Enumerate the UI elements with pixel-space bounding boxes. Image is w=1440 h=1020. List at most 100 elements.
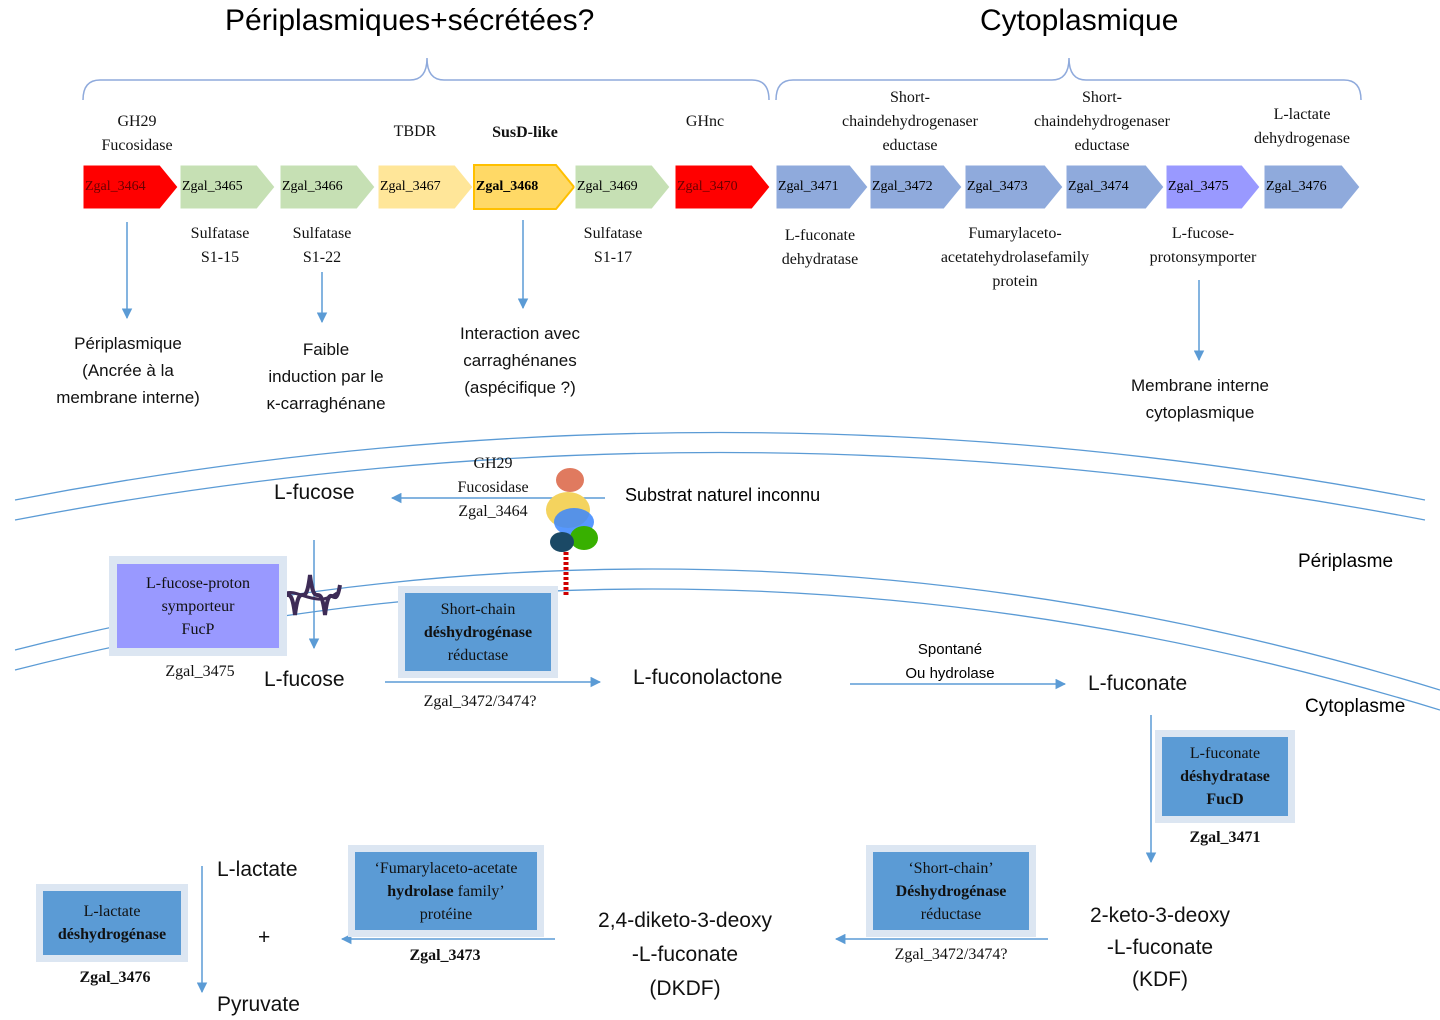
gh29-enzyme-label: GH29 Fucosidase Zgal_3464 [457,455,529,520]
gene-arrow-zgal_3467: Zgal_3467 [377,164,474,210]
gene-arrow-shape [1065,164,1165,210]
fah-box: ‘Fumarylaceto-acetate hydrolase family’ … [355,852,537,930]
label-s1-17: Sulfatase S1-17 [583,225,643,266]
gene-arrow-shape [473,164,576,210]
label-s1-22: Sulfatase S1-22 [292,225,352,266]
sdr2-box-line2: Déshydrogénase [895,882,1007,900]
note-membrane: Membrane interne cytoplasmique [1131,376,1269,422]
fucp-id: Zgal_3475 [165,663,235,680]
outer-membrane [14,431,1426,501]
fah-box-line1: ‘Fumarylaceto-acetate [374,859,518,877]
gene-arrow-zgal_3473: Zgal_3473 [964,164,1064,210]
fah-box-line2: hydrolase [387,882,454,900]
gene-id-label: Zgal_3464 [85,179,146,194]
gene-arrow-shape [964,164,1064,210]
sdr-box-line2: déshydrogénase [423,623,533,641]
fucp-box: L-fucose-proton symporteur FucP [117,564,279,648]
gene-arrow-zgal_3464: Zgal_3464 [82,164,179,210]
fah-box-line3: protéine [419,905,473,923]
gene-arrow-shape [1165,164,1261,210]
gene-arrow-zgal_3476: Zgal_3476 [1263,164,1361,210]
fucosidase-structure-icon [546,468,598,595]
kdf-label: 2-keto-3-deoxy -L-fuconate (KDF) [1089,904,1231,991]
gene-id-label: Zgal_3469 [577,179,638,194]
gene-id-label: Zgal_3471 [778,179,839,194]
l-fuconolactone: L-fuconolactone [633,666,783,689]
gene-arrow-zgal_3465: Zgal_3465 [179,164,276,210]
gene-arrow-zgal_3468: Zgal_3468 [473,164,576,210]
ldh-box: L-lactate déshydrogénase [43,891,181,955]
l-lactate-label: L-lactate [217,858,298,881]
fucd-box: L-fuconate déshydratase FucD [1162,737,1288,816]
label-ghnc: GHnc [685,113,725,130]
ldh-id: Zgal_3476 [79,969,151,986]
gene-id-label: Zgal_3466 [282,179,343,194]
note-faible: Faible induction par le κ-carraghénane [266,340,386,413]
gene-id-label: Zgal_3475 [1168,179,1229,194]
label-susd: SusD-like [492,124,558,141]
label-ldh: L-lactate dehydrogenase [1254,106,1350,147]
sdr-box-line3: réductase [447,646,509,664]
label-fucd: L-fuconate dehydratase [781,227,859,268]
gene-arrow-shape [179,164,276,210]
sdr2-box-line1: ‘Short-chain’ [908,859,994,877]
label-tbdr: TBDR [393,123,437,140]
l-fuconate: L-fuconate [1088,672,1188,695]
sdr2-box: ‘Short-chain’ Déshydrogénase réductase [873,852,1029,930]
fucd-box-line2: déshydratase [1180,768,1270,785]
sdr-id: Zgal_3472/3474? [423,693,537,710]
gene-id-label: Zgal_3473 [967,179,1028,194]
gene-arrow-shape [377,164,474,210]
fucp-box-label: L-fucose-proton symporteur FucP [146,574,250,638]
ldh-box-line1: L-lactate [83,903,141,920]
note-interaction: Interaction avec carraghénanes (aspécifi… [459,324,580,397]
header-periplasmic: Périplasmiques+sécrétées? [225,4,595,37]
label-sdr-2: Short- chaindehydrogenaser eductase [1034,89,1170,154]
gene-arrow-shape [674,164,771,210]
label-sdr-1: Short- chaindehydrogenaser eductase [842,89,978,154]
sdr2-box-line3: réductase [920,905,982,923]
label-s1-15: Sulfatase S1-15 [190,225,250,266]
fah-box-line2b: family’ [453,882,505,900]
label-gh29: GH29 Fucosidase [101,113,173,154]
gene-id-label: Zgal_3465 [182,179,243,194]
gene-arrow-shape [574,164,671,210]
plus-sign: + [258,926,271,949]
gene-arrow-zgal_3470: Zgal_3470 [674,164,771,210]
gene-arrow-shape [279,164,376,210]
fucd-id: Zgal_3471 [1189,829,1261,846]
l-fucose-periplasm: L-fucose [274,481,355,504]
header-cytoplasmic: Cytoplasmique [980,4,1179,37]
label-fah: Fumarylaceto- acetatehydrolasefamily pro… [940,225,1090,290]
substrat-label: Substrat naturel inconnu [625,485,821,505]
gene-arrow-zgal_3475: Zgal_3475 [1165,164,1261,210]
gene-arrow-zgal_3466: Zgal_3466 [279,164,376,210]
dkdf-label: 2,4-diketo-3-deoxy -L-fuconate (DKDF) [598,909,772,1000]
gene-arrow-shape [775,164,869,210]
gene-id-label: Zgal_3474 [1068,179,1129,194]
fah-id: Zgal_3473 [409,947,481,964]
sdr2-id: Zgal_3472/3474? [894,946,1008,963]
gene-id-label: Zgal_3472 [872,179,933,194]
fucd-box-line3: FucD [1206,791,1244,808]
brace-periplasmic [82,57,770,101]
gene-arrow-shape [1263,164,1361,210]
sdr-box: Short-chain déshydrogénase réductase [405,593,551,671]
gene-arrow-zgal_3469: Zgal_3469 [574,164,671,210]
label-fucp: L-fucose- protonsymporter [1149,225,1257,266]
periplasme-label: Périplasme [1298,551,1394,572]
gene-arrow-zgal_3472: Zgal_3472 [869,164,963,210]
gene-id-label: Zgal_3476 [1266,179,1327,194]
brace-cytoplasmic [775,57,1362,101]
gene-arrow-zgal_3471: Zgal_3471 [775,164,869,210]
gene-arrow-zgal_3474: Zgal_3474 [1065,164,1165,210]
sdr-box-line1: Short-chain [440,600,516,618]
gene-id-label: Zgal_3468 [476,179,539,194]
fucd-box-line1: L-fuconate [1189,745,1261,762]
gene-id-label: Zgal_3467 [380,179,441,194]
ldh-box-line2: déshydrogénase [57,926,167,943]
cytoplasme-label: Cytoplasme [1305,696,1406,717]
spontane-label: Spontané Ou hydrolase [905,641,995,682]
gene-arrow-shape [869,164,963,210]
